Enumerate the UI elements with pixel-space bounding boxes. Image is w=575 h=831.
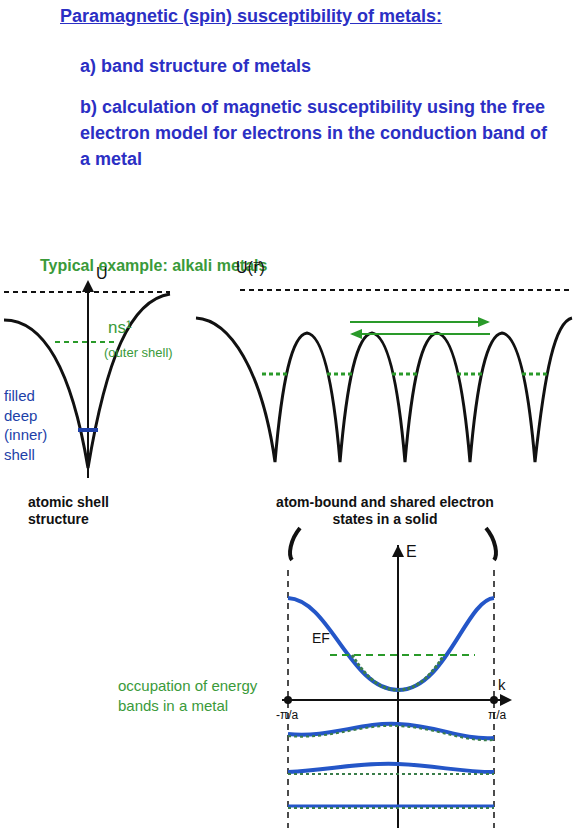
- item-b: b) calculation of magnetic susceptibilit…: [80, 94, 550, 172]
- occupied-states: [352, 655, 444, 690]
- zone-dot: [284, 696, 292, 704]
- shell-label: filled deep (inner) shell: [4, 386, 68, 464]
- zone-dot: [490, 696, 498, 704]
- bound-levels: [262, 373, 548, 376]
- axis-head: [500, 694, 512, 706]
- bracket: [486, 528, 496, 560]
- filled-band: [288, 764, 494, 772]
- shell-label: (outer shell): [104, 345, 173, 361]
- conduction-band: [288, 598, 494, 690]
- occupied-states: [288, 726, 494, 808]
- fermi-level: [330, 654, 475, 656]
- vacuum-level: [240, 289, 572, 291]
- u-axis: [87, 290, 89, 478]
- atomic-potential: [4, 294, 170, 468]
- caption: atom-bound and shared electron states in…: [260, 494, 510, 528]
- fermi-label: EF: [312, 630, 330, 647]
- crystal-potential: [196, 318, 572, 462]
- axis-label: -π/a: [276, 708, 298, 722]
- shell-label: ns¹: [108, 318, 132, 338]
- axis-label: π/a: [488, 708, 506, 722]
- k-axis: [282, 699, 510, 701]
- inner-level: [78, 428, 98, 432]
- axis-head: [82, 280, 94, 292]
- vacuum-level: [4, 291, 170, 293]
- arrow-head: [478, 317, 490, 327]
- arrow-head: [350, 329, 362, 339]
- shared-arrow: [350, 321, 488, 323]
- shared-arrow: [352, 333, 490, 335]
- caption: atomic shell structure: [28, 494, 148, 528]
- axis-head: [392, 545, 404, 557]
- e-axis: [397, 545, 399, 828]
- note: occupation of energy bands in a metal: [118, 676, 268, 715]
- axis-label: U(r⃗): [236, 258, 265, 277]
- item-a: a) band structure of metals: [80, 56, 550, 78]
- axis-label: E: [406, 542, 417, 561]
- axis-label: U: [96, 264, 108, 283]
- bracket: [290, 528, 300, 560]
- title: Paramagnetic (spin) susceptibility of me…: [60, 6, 540, 28]
- axis-label: k: [498, 676, 506, 694]
- outer-level: [55, 341, 118, 343]
- example-heading: Typical example: alkali metals: [40, 256, 360, 275]
